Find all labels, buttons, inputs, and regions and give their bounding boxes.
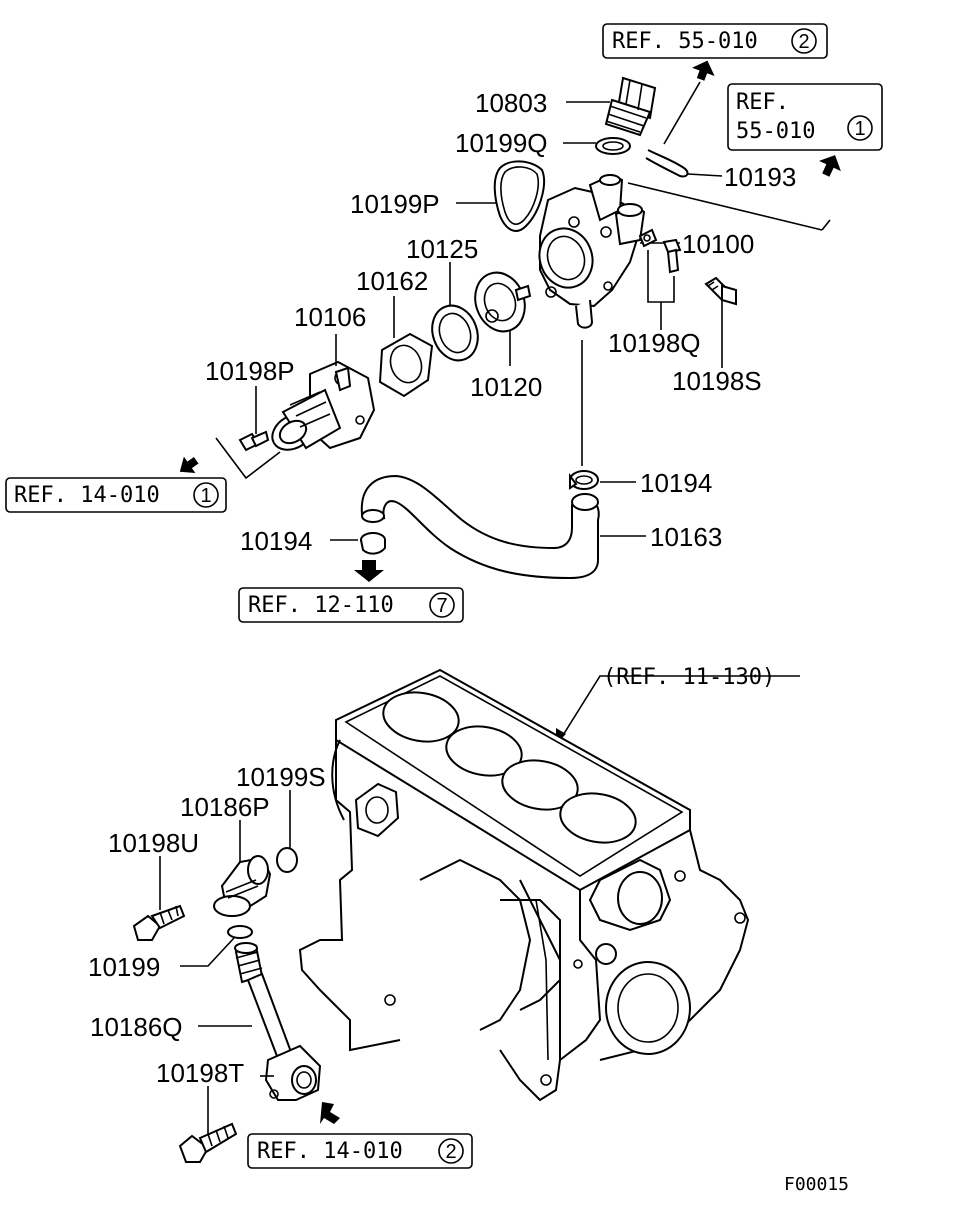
bolt-10198q (638, 228, 682, 274)
label-10199q: 10199Q (455, 128, 548, 158)
ref-box-55-010-2: REF. 55-010 2 (602, 23, 828, 59)
o-ring-10199 (227, 925, 253, 939)
label-10198p: 10198P (205, 356, 295, 386)
bolt-10198s (704, 276, 737, 306)
washer-10199q (595, 137, 631, 155)
label-10162: 10162 (356, 266, 428, 296)
ref-circle-number: 2 (798, 31, 809, 53)
engine-block (298, 668, 750, 1102)
bolt-10198p (238, 430, 270, 452)
label-10194-lower: 10194 (240, 526, 312, 556)
thermostat-housing-10100 (538, 173, 646, 329)
ref-text-line1: REF. (736, 90, 789, 115)
pipe-10186q (234, 942, 322, 1101)
ref-circle-number: 1 (854, 118, 865, 140)
ref-circle-number: 2 (445, 1141, 456, 1163)
clip-10193 (645, 149, 689, 178)
ref-text: REF. 14-010 (257, 1139, 403, 1164)
ref-text: REF. 55-010 (612, 29, 758, 54)
ref-box-12-110-7: REF. 12-110 7 (238, 587, 464, 623)
ref-text: REF. 12-110 (248, 593, 394, 618)
ring-10125 (431, 304, 479, 362)
bolt-10198t (178, 1122, 238, 1163)
label-10199p: 10199P (350, 189, 440, 219)
hose-10163 (360, 474, 600, 580)
bolt-10198u (132, 904, 186, 941)
label-10198t: 10198T (156, 1058, 244, 1088)
label-10803: 10803 (475, 88, 547, 118)
sensor-10803 (604, 76, 657, 137)
ref-11-130: (REF. 11-130) (603, 665, 775, 690)
water-inlet-10106 (271, 360, 376, 451)
ref-box-14-010-2: REF. 14-010 2 (247, 1133, 473, 1169)
label-10194-upper: 10194 (640, 468, 712, 498)
arrow-ref-55-010-1 (819, 155, 841, 177)
label-10198u: 10198U (108, 828, 199, 858)
gasket-10162 (378, 332, 434, 398)
clamp-10194-upper (569, 470, 599, 490)
label-10120: 10120 (470, 372, 542, 402)
ref-circle-number: 7 (436, 595, 447, 617)
label-10125: 10125 (406, 234, 478, 264)
leader-ref-11-130 (559, 675, 800, 741)
gasket-10199p (493, 160, 546, 232)
label-10106: 10106 (294, 302, 366, 332)
label-10163: 10163 (650, 522, 722, 552)
figure-code: F00015 (784, 1174, 849, 1195)
label-10186p: 10186P (180, 792, 270, 822)
arrow-ref-14-010-2 (320, 1102, 340, 1124)
ref-text-line2: 55-010 (736, 119, 815, 144)
label-10199: 10199 (88, 952, 160, 982)
arrow-ref-55-010-2 (663, 60, 715, 145)
elbow-10186p (213, 855, 272, 917)
label-10198q: 10198Q (608, 328, 701, 358)
ref-text: REF. 14-010 (14, 483, 160, 508)
ref-box-55-010-1: REF. 55-010 1 (727, 83, 883, 151)
label-10186q: 10186Q (90, 1012, 183, 1042)
o-ring-10199s (276, 847, 298, 873)
ref-circle-number: 1 (200, 485, 211, 507)
clamp-10194-lower (360, 532, 386, 555)
label-10193: 10193 (724, 162, 796, 192)
arrow-ref-12-110-7 (354, 560, 384, 582)
label-10199s: 10199S (236, 762, 326, 792)
label-10198s: 10198S (672, 366, 762, 396)
label-10100: 10100 (682, 229, 754, 259)
ref-box-14-010-1: REF. 14-010 1 (5, 477, 227, 513)
arrow-ref-14-010-1 (179, 456, 199, 474)
